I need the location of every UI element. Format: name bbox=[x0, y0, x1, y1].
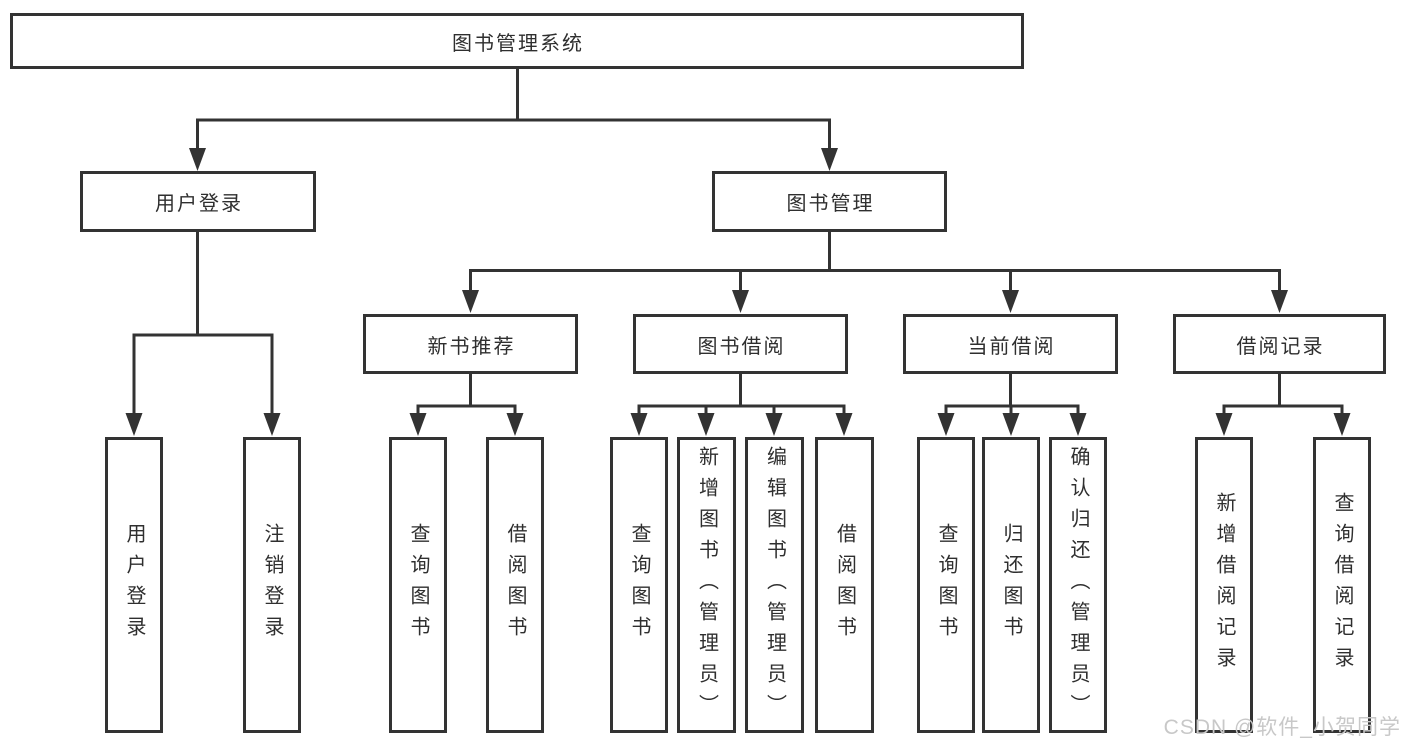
leaf-borrow-books-borrowing: 借阅图书 bbox=[815, 437, 874, 733]
node-label: 查询借阅记录 bbox=[1331, 492, 1353, 678]
leaf-confirm-return-admin: 确认归还（管理员） bbox=[1049, 437, 1107, 733]
leaf-add-books-admin: 新增图书（管理员） bbox=[677, 437, 736, 733]
leaf-logout-login: 注销登录 bbox=[243, 437, 301, 733]
leaf-query-books-current: 查询图书 bbox=[917, 437, 975, 733]
node-label: 图书借阅 bbox=[697, 335, 786, 358]
node-borrowing-records: 借阅记录 bbox=[1173, 314, 1386, 374]
node-book-management: 图书管理 bbox=[712, 171, 947, 232]
node-new-book-recommend: 新书推荐 bbox=[363, 314, 578, 374]
leaf-edit-books-admin: 编辑图书（管理员） bbox=[745, 437, 804, 733]
node-label: 借阅记录 bbox=[1236, 335, 1325, 358]
node-label: 确认归还（管理员） bbox=[1067, 445, 1089, 725]
node-label: 借阅图书 bbox=[833, 523, 856, 647]
leaf-add-borrow-record: 新增借阅记录 bbox=[1195, 437, 1253, 733]
node-label: 注销登录 bbox=[261, 523, 283, 647]
node-label: 新增借阅记录 bbox=[1213, 492, 1235, 678]
leaf-query-books-borrowing: 查询图书 bbox=[610, 437, 668, 733]
node-label: 新书推荐 bbox=[427, 335, 516, 358]
leaf-borrow-books-recommend: 借阅图书 bbox=[486, 437, 544, 733]
node-library-management-system: 图书管理系统 bbox=[10, 13, 1024, 69]
leaf-query-borrow-record: 查询借阅记录 bbox=[1313, 437, 1371, 733]
leaf-user-login: 用户登录 bbox=[105, 437, 163, 733]
node-label: 查询图书 bbox=[407, 523, 429, 647]
node-label: 当前借阅 bbox=[967, 335, 1056, 358]
node-label: 用户登录 bbox=[123, 523, 145, 647]
node-book-borrowing: 图书借阅 bbox=[633, 314, 848, 374]
leaf-return-books: 归还图书 bbox=[982, 437, 1040, 733]
leaf-query-books-recommend: 查询图书 bbox=[389, 437, 447, 733]
node-label: 借阅图书 bbox=[504, 523, 526, 647]
csdn-watermark: CSDN @软件_小贺同学 bbox=[1163, 716, 1401, 739]
node-label: 用户登录 bbox=[155, 193, 243, 215]
node-user-login: 用户登录 bbox=[80, 171, 316, 232]
node-label: 图书管理系统 bbox=[452, 32, 584, 55]
node-label: 查询图书 bbox=[628, 523, 650, 647]
node-label: 图书管理 bbox=[786, 193, 875, 215]
node-label: 新增图书（管理员） bbox=[695, 445, 718, 725]
node-label: 归还图书 bbox=[1000, 523, 1022, 647]
node-current-borrowing: 当前借阅 bbox=[903, 314, 1118, 374]
node-label: 编辑图书（管理员） bbox=[763, 445, 786, 725]
node-label: 查询图书 bbox=[935, 523, 957, 647]
